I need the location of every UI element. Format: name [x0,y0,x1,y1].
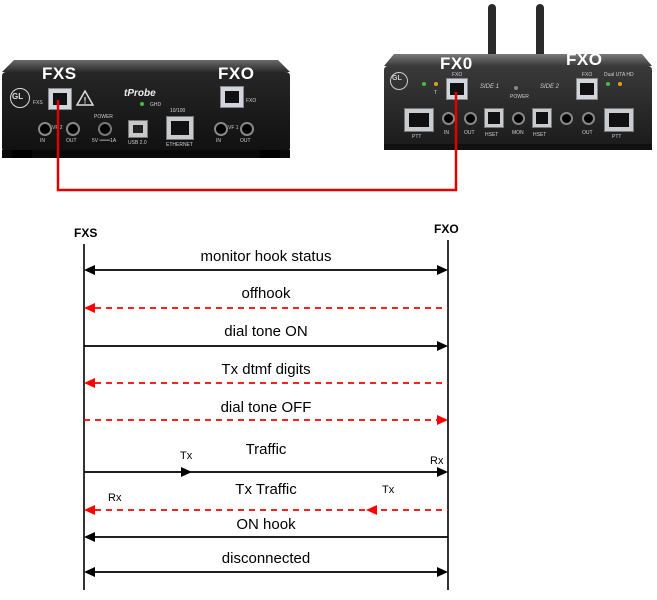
device-right-fxo-label-b: FXO [566,50,603,69]
power-led [514,86,518,90]
message-arrow [84,303,448,313]
t-label: T [434,90,438,96]
jack-right-2[interactable] [560,112,573,125]
led-green-1 [422,82,426,86]
fxo-port-label-right-1: FXO [452,72,463,78]
jack-out-right-2[interactable] [582,112,595,125]
mon-label: MON [512,130,524,136]
power-rating: 5V ═══1A [92,138,117,144]
message-arrow [84,265,448,275]
message-label: Tx Traffic [235,481,297,498]
message-label: dial tone OFF [220,399,312,416]
side2-label: SIDE 2 [540,84,560,90]
gl-logo-text-left: GL [12,92,24,101]
in-label-2: IN [216,138,221,144]
message-arrow [84,467,448,477]
message-label: Traffic [245,441,287,458]
fxo-rj11-port-left[interactable] [220,86,244,108]
led-amber-1 [434,82,438,86]
message-label: offhook [241,285,291,302]
message-arrow [84,415,448,425]
gl-logo-text-right: GL [392,75,402,82]
in-label-1: IN [40,138,45,144]
ptt-port-right[interactable] [604,108,634,132]
message-label: dial tone ON [224,323,308,340]
hset-port-1[interactable] [484,108,504,128]
ethernet-label: ETHERNET [166,142,193,148]
message-arrow [84,567,448,577]
warning-icon: ! [76,90,94,106]
jack-mon[interactable] [512,112,525,125]
tx-label: Tx [382,484,395,496]
jack-in-2[interactable] [214,122,228,136]
hset-label-1: HSET [485,132,499,138]
usb-port[interactable] [128,120,148,138]
device-left: GL FXS FXO FXS ! tProbe GHD FXO VF 2 IN … [0,58,292,160]
ptt-port-left[interactable] [404,108,434,132]
participant-fxo-label: FXO [434,222,459,236]
out-label-right-2: OUT [582,130,593,136]
gl-logo-right [390,72,408,90]
gl-logo-left [10,88,30,108]
out-label-2: OUT [240,138,251,144]
participant-fxs-label: FXS [74,226,98,240]
fxo-port-label-left: FXO [246,98,257,104]
message-arrow [84,341,448,351]
message-label: monitor hook status [200,248,332,265]
device-right: GL FX0 FXO T FXO SIDE 1 POWER SIDE 2 FXO… [382,4,654,154]
phone-cable [56,92,458,192]
ptt-label-right: PTT [612,134,622,140]
power-label: POWER [94,114,113,120]
fxo-rj11-port-right-2[interactable] [576,78,598,100]
antenna-1 [488,4,496,60]
usb-label: USB 2.0 [128,140,147,146]
fxo-port-label-right-2: FXO [582,72,593,78]
ptt-label-left: PTT [412,134,422,140]
led-indicator [140,102,144,106]
rx-label: Rx [430,455,444,467]
message-label: Tx dtmf digits [221,361,311,378]
message-arrow [84,505,448,515]
jack-in-1[interactable] [38,122,52,136]
jack-out-right-1[interactable] [464,112,477,125]
model-label: Dual UTA HD [604,72,634,78]
message-arrow [84,532,448,542]
svg-text:!: ! [84,96,87,106]
out-label-1: OUT [66,138,77,144]
fxs-port-label: FXS [33,100,43,106]
rx-label: Rx [108,492,122,504]
ethernet-port[interactable] [166,116,194,140]
jack-in-right[interactable] [442,112,455,125]
vf1-label: VF 1 [228,125,239,131]
led-amber-2 [618,82,622,86]
device-right-fxo-label-a: FX0 [440,54,473,73]
device-left-fxo-label: FXO [218,64,255,83]
message-arrow [84,378,448,388]
ghd-label: GHD [150,102,162,108]
in-label-right: IN [444,130,449,136]
power-label-right: POWER [510,94,529,100]
message-label: disconnected [221,550,311,567]
jack-out-2[interactable] [240,122,254,136]
fxs-rj11-port[interactable] [48,88,72,110]
out-label-right-1: OUT [464,130,475,136]
power-jack[interactable] [98,122,112,136]
side1-label: SIDE 1 [480,84,500,90]
tprobe-brand: tProbe [124,88,156,99]
message-label: ON hook [236,516,296,533]
led-green-2 [606,82,610,86]
hset-port-2[interactable] [532,108,552,128]
tx-label: Tx [180,450,193,462]
eth-speed-label: 10/100 [170,108,186,114]
antenna-2 [536,4,544,60]
jack-out-1[interactable] [66,122,80,136]
hset-label-2: HSET [533,132,547,138]
device-left-fxs-label: FXS [42,64,77,83]
